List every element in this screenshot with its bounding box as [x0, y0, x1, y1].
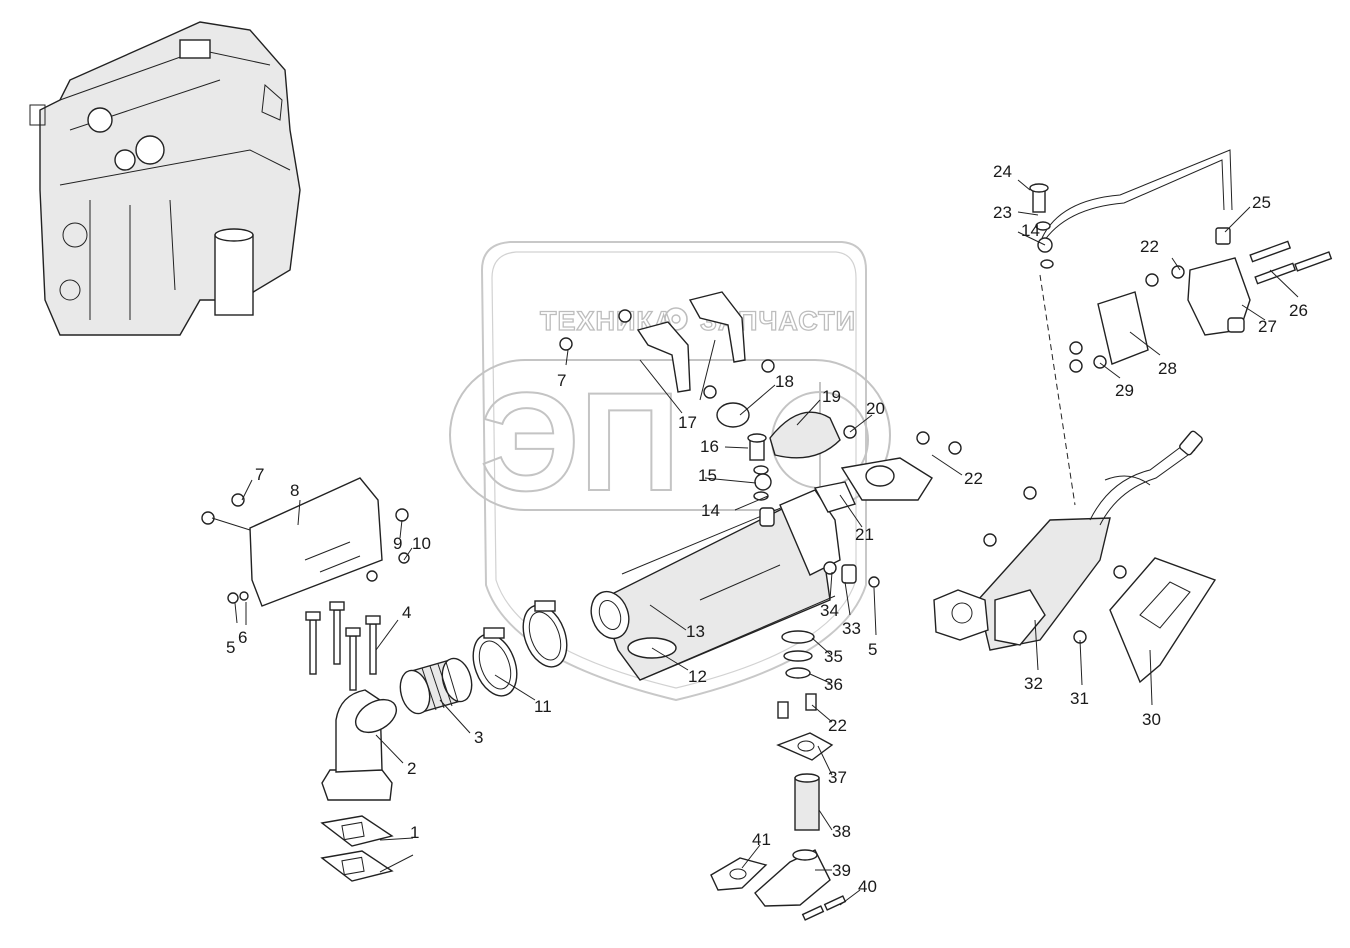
engine-overview-illustration — [29, 21, 301, 336]
callout-14-top: 14 — [1021, 221, 1040, 240]
callout-22-lower: 22 — [828, 716, 847, 735]
callout-22-top: 22 — [1140, 237, 1159, 256]
watermark-band — [449, 359, 891, 511]
callout-34: 34 — [820, 601, 839, 620]
callout-30: 30 — [1142, 710, 1161, 729]
callout-12: 12 — [688, 667, 707, 686]
callout-23: 23 — [993, 203, 1012, 222]
callout-27: 27 — [1258, 317, 1277, 336]
callout-7-top: 7 — [557, 371, 566, 390]
callout-29: 29 — [1115, 381, 1134, 400]
callout-4: 4 — [402, 603, 411, 622]
part-flex-bellows-3 — [399, 657, 473, 715]
part-brackets-17 — [559, 291, 775, 399]
callout-38: 38 — [832, 822, 851, 841]
callout-33: 33 — [842, 619, 861, 638]
watermark-monogram: ЭП — [480, 363, 680, 520]
part-gaskets-1 — [320, 815, 394, 882]
part-sensor-33-34 — [823, 561, 880, 588]
callout-40: 40 — [858, 877, 877, 896]
callout-13: 13 — [686, 622, 705, 641]
callout-6: 6 — [238, 628, 247, 647]
callout-9: 9 — [393, 534, 402, 553]
callout-22-right: 22 — [964, 469, 983, 488]
callout-7-left: 7 — [255, 465, 264, 484]
callout-18: 18 — [775, 372, 794, 391]
callout-37: 37 — [828, 768, 847, 787]
callout-31: 31 — [1070, 689, 1089, 708]
callout-39: 39 — [832, 861, 851, 880]
callout-35: 35 — [824, 647, 843, 666]
watermark: ТЕХНИКА ЗАПЧАСТИ ЭП — [449, 241, 891, 702]
callout-26: 26 — [1289, 301, 1308, 320]
part-lower-pipe-35-40 — [710, 630, 847, 921]
callout-5-right: 5 — [868, 640, 877, 659]
callout-3: 3 — [474, 728, 483, 747]
callout-1: 1 — [410, 823, 419, 842]
callout-24: 24 — [993, 162, 1012, 181]
callout-28: 28 — [1158, 359, 1177, 378]
leader-lines — [211, 179, 1299, 906]
callout-8: 8 — [290, 481, 299, 500]
callout-16: 16 — [700, 437, 719, 456]
callout-20: 20 — [866, 399, 885, 418]
callout-36: 36 — [824, 675, 843, 694]
part-egr-cooler-13 — [590, 489, 841, 681]
callout-labels: 1 2 3 4 5 5 6 7 7 8 9 10 11 12 13 14 14 … — [226, 162, 1308, 896]
callout-11: 11 — [534, 697, 552, 716]
part-banjo-fitting-14-16 — [747, 433, 772, 501]
callout-32: 32 — [1024, 674, 1043, 693]
callout-5-left: 5 — [226, 638, 235, 657]
watermark-gear-icon — [664, 307, 688, 331]
callout-21: 21 — [855, 525, 874, 544]
callout-10: 10 — [412, 534, 431, 553]
callout-19: 19 — [822, 387, 841, 406]
part-egr-valve-30-32 — [933, 430, 1217, 684]
callout-14-mid: 14 — [701, 501, 720, 520]
part-pipe-and-cover-23-29 — [1029, 149, 1333, 373]
callout-2: 2 — [407, 759, 416, 778]
callout-41: 41 — [752, 830, 771, 849]
part-heat-shield-8 — [201, 477, 410, 607]
callout-15: 15 — [698, 466, 717, 485]
callout-17: 17 — [678, 413, 697, 432]
part-bolts-4 — [305, 601, 381, 691]
part-clamps-11 — [472, 600, 568, 697]
part-exhaust-elbow-2 — [321, 689, 397, 801]
part-outlet-pipe-18-21 — [716, 402, 962, 513]
callout-25: 25 — [1252, 193, 1271, 212]
